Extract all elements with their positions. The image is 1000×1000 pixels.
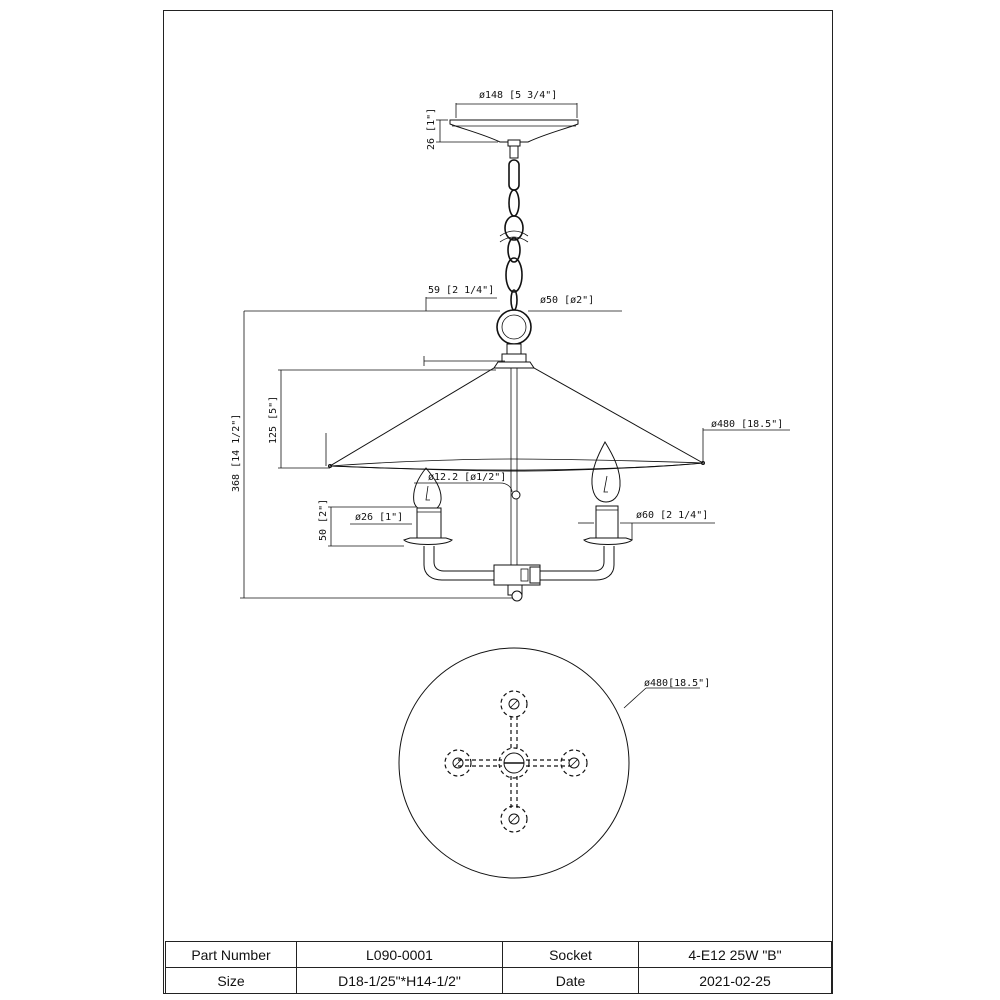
- candle-diameter-dimension: ø26 [1"]: [350, 512, 412, 525]
- right-candle-socket: [540, 440, 633, 581]
- date-value: 2021-02-25: [638, 967, 832, 994]
- shade: [328, 367, 705, 472]
- stem-diameter-label: ø12.2 [ø1/2"]: [428, 472, 506, 483]
- ring-diameter-dimension: ø50 [ø2"]: [528, 295, 622, 312]
- date-label: Date: [502, 967, 639, 994]
- chain: [499, 159, 529, 311]
- part-number-label: Part Number: [165, 941, 297, 968]
- stem-diameter-dimension: ø12.2 [ø1/2"]: [414, 472, 513, 493]
- canopy-height-dimension: 26 [1"]: [426, 108, 498, 150]
- center-stem: [510, 368, 521, 565]
- cup-diameter-dimension: ø60 [2 1/4"]: [578, 510, 715, 540]
- canopy: [449, 119, 579, 159]
- plan-view: ø480[18.5"]: [398, 647, 710, 879]
- overall-height-label: 368 [14 1/2"]: [231, 414, 242, 492]
- arm-offset-dimension: 59 [2 1/4"]: [244, 285, 505, 366]
- part-number-value: L090-0001: [296, 941, 503, 968]
- overall-height-dimension: 368 [14 1/2"]: [231, 311, 514, 599]
- drawing-frame: [163, 10, 833, 994]
- shade-height-label: 125 [5"]: [268, 396, 279, 444]
- candle-height-label: 50 [2"]: [318, 499, 329, 541]
- ring-diameter-label: ø50 [ø2"]: [540, 295, 594, 306]
- cup-diameter-label: ø60 [2 1/4"]: [636, 510, 708, 521]
- plan-socket-right: [560, 749, 588, 777]
- candle-diameter-label: ø26 [1"]: [355, 512, 403, 523]
- left-candle-socket: [403, 467, 500, 581]
- candle-height-dimension: 50 [2"]: [318, 499, 416, 547]
- socket-value: 4-E12 25W "B": [638, 941, 832, 968]
- plan-socket-left: [444, 749, 472, 777]
- shade-diameter-label: ø480 [18.5"]: [711, 419, 783, 430]
- canopy-diameter-label: ø148 [5 3/4"]: [479, 90, 557, 101]
- center-hub: [493, 564, 541, 602]
- shade-diameter-dimension: ø480 [18.5"]: [702, 419, 790, 463]
- canopy-diameter-dimension: ø148 [5 3/4"]: [455, 90, 578, 118]
- arm-offset-label: 59 [2 1/4"]: [428, 285, 494, 296]
- plan-diameter-label: ø480[18.5"]: [644, 678, 710, 689]
- socket-label: Socket: [502, 941, 639, 968]
- plan-socket-top: [500, 690, 528, 718]
- plan-socket-bottom: [500, 805, 528, 833]
- top-cap: [493, 343, 535, 369]
- size-value: D18-1/25"*H14-1/2": [296, 967, 503, 994]
- loop-ring: [496, 309, 532, 345]
- shade-height-dimension: 125 [5"]: [268, 369, 496, 469]
- canopy-height-label: 26 [1"]: [426, 108, 437, 150]
- size-label: Size: [165, 967, 297, 994]
- title-block: Part Number L090-0001 Socket 4-E12 25W "…: [165, 941, 832, 994]
